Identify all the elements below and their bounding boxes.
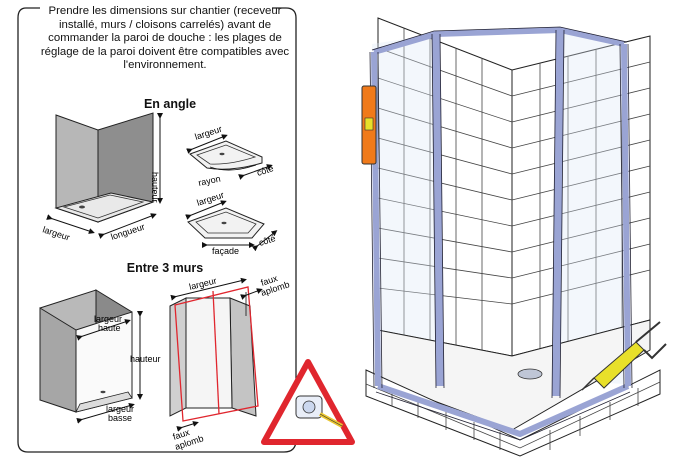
label-largeur-angle: largeur bbox=[41, 224, 71, 242]
heading-en-angle: En angle bbox=[143, 97, 197, 111]
angle-cabin-figure bbox=[46, 112, 163, 239]
label-largeur-haute-2: haute bbox=[98, 323, 121, 333]
warning-triangle-icon bbox=[261, 359, 355, 445]
three-walls-alcove-figure bbox=[39, 289, 143, 424]
label-rayon: rayon bbox=[197, 173, 221, 187]
label-largeur-penta: largeur bbox=[196, 190, 226, 208]
label-largeur-haute-1: largeur bbox=[94, 314, 122, 324]
label-hauteur-angle: hauteur bbox=[150, 172, 160, 203]
intro-instruction-text: Prendre les dimensions sur chantier (rec… bbox=[40, 5, 290, 72]
caulking-gun-icon bbox=[581, 321, 667, 391]
label-largeur-quart: largeur bbox=[194, 124, 224, 142]
label-largeur-basse-1: largeur bbox=[106, 404, 134, 414]
label-largeur-basse-2: basse bbox=[108, 413, 132, 423]
label-cote-1: côté bbox=[256, 163, 275, 178]
pentagonal-tray-figure bbox=[185, 200, 278, 252]
label-cote-2: côté bbox=[258, 233, 277, 248]
label-hauteur-3murs: hauteur bbox=[130, 354, 161, 364]
instruction-panel-frame bbox=[17, 7, 297, 453]
label-facade: façade bbox=[212, 246, 239, 256]
quarter-round-tray-figure bbox=[186, 134, 273, 180]
out-of-plumb-figure bbox=[169, 277, 263, 432]
shower-enclosure-illustration bbox=[361, 17, 667, 457]
heading-entre-3-murs: Entre 3 murs bbox=[126, 261, 204, 275]
label-largeur-3murs: largeur bbox=[188, 275, 218, 291]
